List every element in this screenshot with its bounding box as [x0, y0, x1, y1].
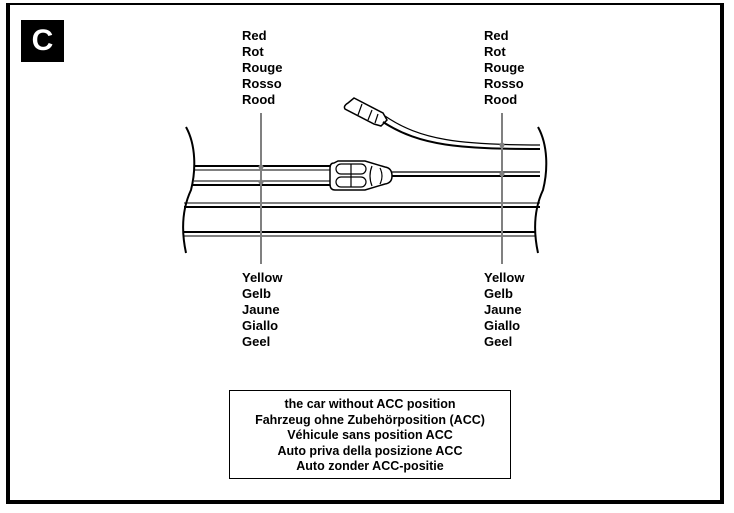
figure-badge: C [21, 20, 64, 62]
label-line: Rot [484, 44, 506, 59]
caption-box: the car without ACC position Fahrzeug oh… [229, 390, 511, 479]
label-line: Rouge [242, 60, 283, 75]
label-line: Geel [242, 334, 271, 349]
label-line: Yellow [484, 270, 525, 285]
label-line: Rosso [484, 76, 524, 91]
left-break-curve [182, 126, 196, 254]
leader-right-dot-yellow [499, 171, 505, 177]
caption-line: the car without ACC position [284, 397, 456, 411]
leader-left-dot-red [258, 164, 264, 170]
label-line: Giallo [484, 318, 521, 333]
caption-line: Fahrzeug ohne Zubehörposition (ACC) [255, 412, 485, 427]
label-line: Red [242, 28, 267, 43]
figure-frame [6, 3, 724, 504]
red-wire-lower [382, 121, 541, 150]
leader-left-dot-yellow [258, 179, 264, 185]
label-line: Rouge [484, 60, 525, 75]
label-line: Giallo [242, 318, 279, 333]
bullet-connector [329, 160, 393, 191]
label-yellow-right: Yellow Gelb Jaune Giallo Geel [484, 270, 524, 350]
caption-line: Auto zonder ACC-positie [296, 459, 444, 473]
label-line: Rosso [242, 76, 282, 91]
red-wire [384, 115, 541, 146]
label-line: Gelb [484, 286, 513, 301]
caption-line: Véhicule sans position ACC [287, 428, 453, 442]
red-wire-plug [343, 97, 388, 127]
label-line: Jaune [242, 302, 280, 317]
label-line: Jaune [484, 302, 522, 317]
label-red-left: Red Rot Rouge Rosso Rood [242, 28, 282, 108]
leader-right-dot-red [499, 142, 505, 148]
label-red-right: Red Rot Rouge Rosso Rood [484, 28, 524, 108]
label-line: Yellow [242, 270, 283, 285]
label-line: Gelb [242, 286, 271, 301]
right-break-curve [534, 126, 548, 254]
label-line: Geel [484, 334, 513, 349]
label-yellow-left: Yellow Gelb Jaune Giallo Geel [242, 270, 282, 350]
label-line: Rot [242, 44, 264, 59]
label-line: Rood [242, 92, 276, 107]
caption-line: Auto priva della posizione ACC [277, 443, 463, 458]
label-line: Red [484, 28, 509, 43]
label-line: Rood [484, 92, 518, 107]
